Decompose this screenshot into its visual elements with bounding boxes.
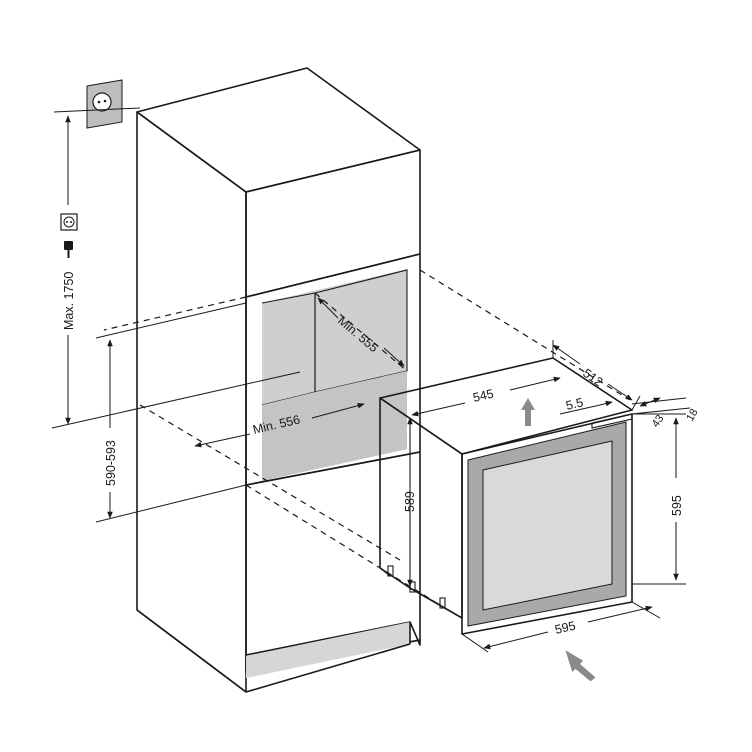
door-thickness-a-label: 43 <box>650 413 667 430</box>
niche-height-label: 590-593 <box>104 440 118 486</box>
niche-floor <box>262 371 407 481</box>
socket-icon <box>86 79 123 129</box>
gap-label: 5.5 <box>565 395 585 413</box>
door-glass <box>482 440 613 611</box>
door-thickness-b-label: 18 <box>684 407 701 424</box>
appliance-side <box>379 397 463 619</box>
depth-total-label: 512 <box>580 366 605 389</box>
wine-cooler <box>379 357 633 635</box>
dimension-lines <box>51 107 691 653</box>
airflow-arrow-icon <box>521 398 535 426</box>
cabinet-top <box>136 67 421 193</box>
cabinet-side <box>136 111 247 693</box>
width-top-label: 545 <box>472 387 496 405</box>
door-handle <box>591 413 633 429</box>
airflow-arrow-icon <box>565 650 596 682</box>
plug-icon <box>64 241 73 258</box>
tall-cabinet <box>136 67 421 693</box>
max-height-label: Max. 1750 <box>62 272 76 330</box>
wall-socket-icon <box>60 213 78 231</box>
plinth-shade <box>246 622 410 678</box>
width-front-label: 595 <box>554 619 578 637</box>
height-total-label: 595 <box>670 495 684 516</box>
height-body-label: 589 <box>403 491 417 512</box>
